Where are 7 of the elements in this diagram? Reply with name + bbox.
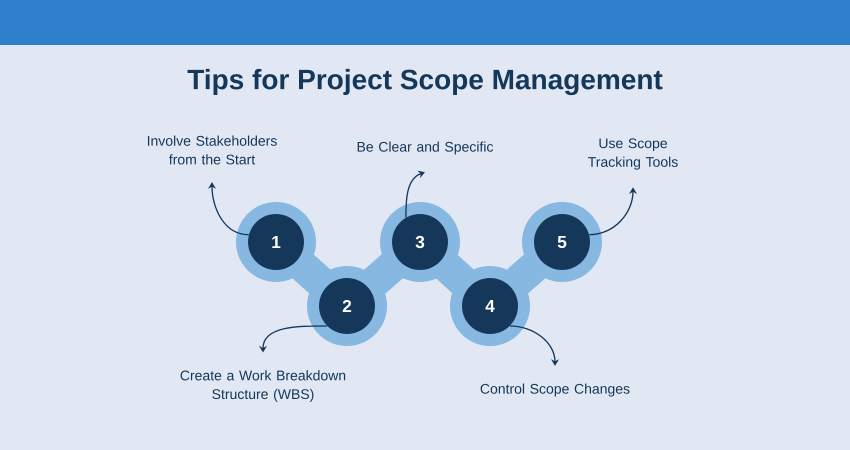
arrow [405,170,425,218]
title: Tips for Project Scope Management [188,68,662,96]
tip-text: Be Clear and Specific [358,141,494,155]
tip-text: Control Scope Changes [480,383,630,397]
tip-text: Involve Stakeholders from the Start [148,136,277,164]
tip-text: Create a Work Breakdown Structure (WBS) [180,370,346,402]
tip-text: Use Scope Tracking Tools [588,138,678,170]
